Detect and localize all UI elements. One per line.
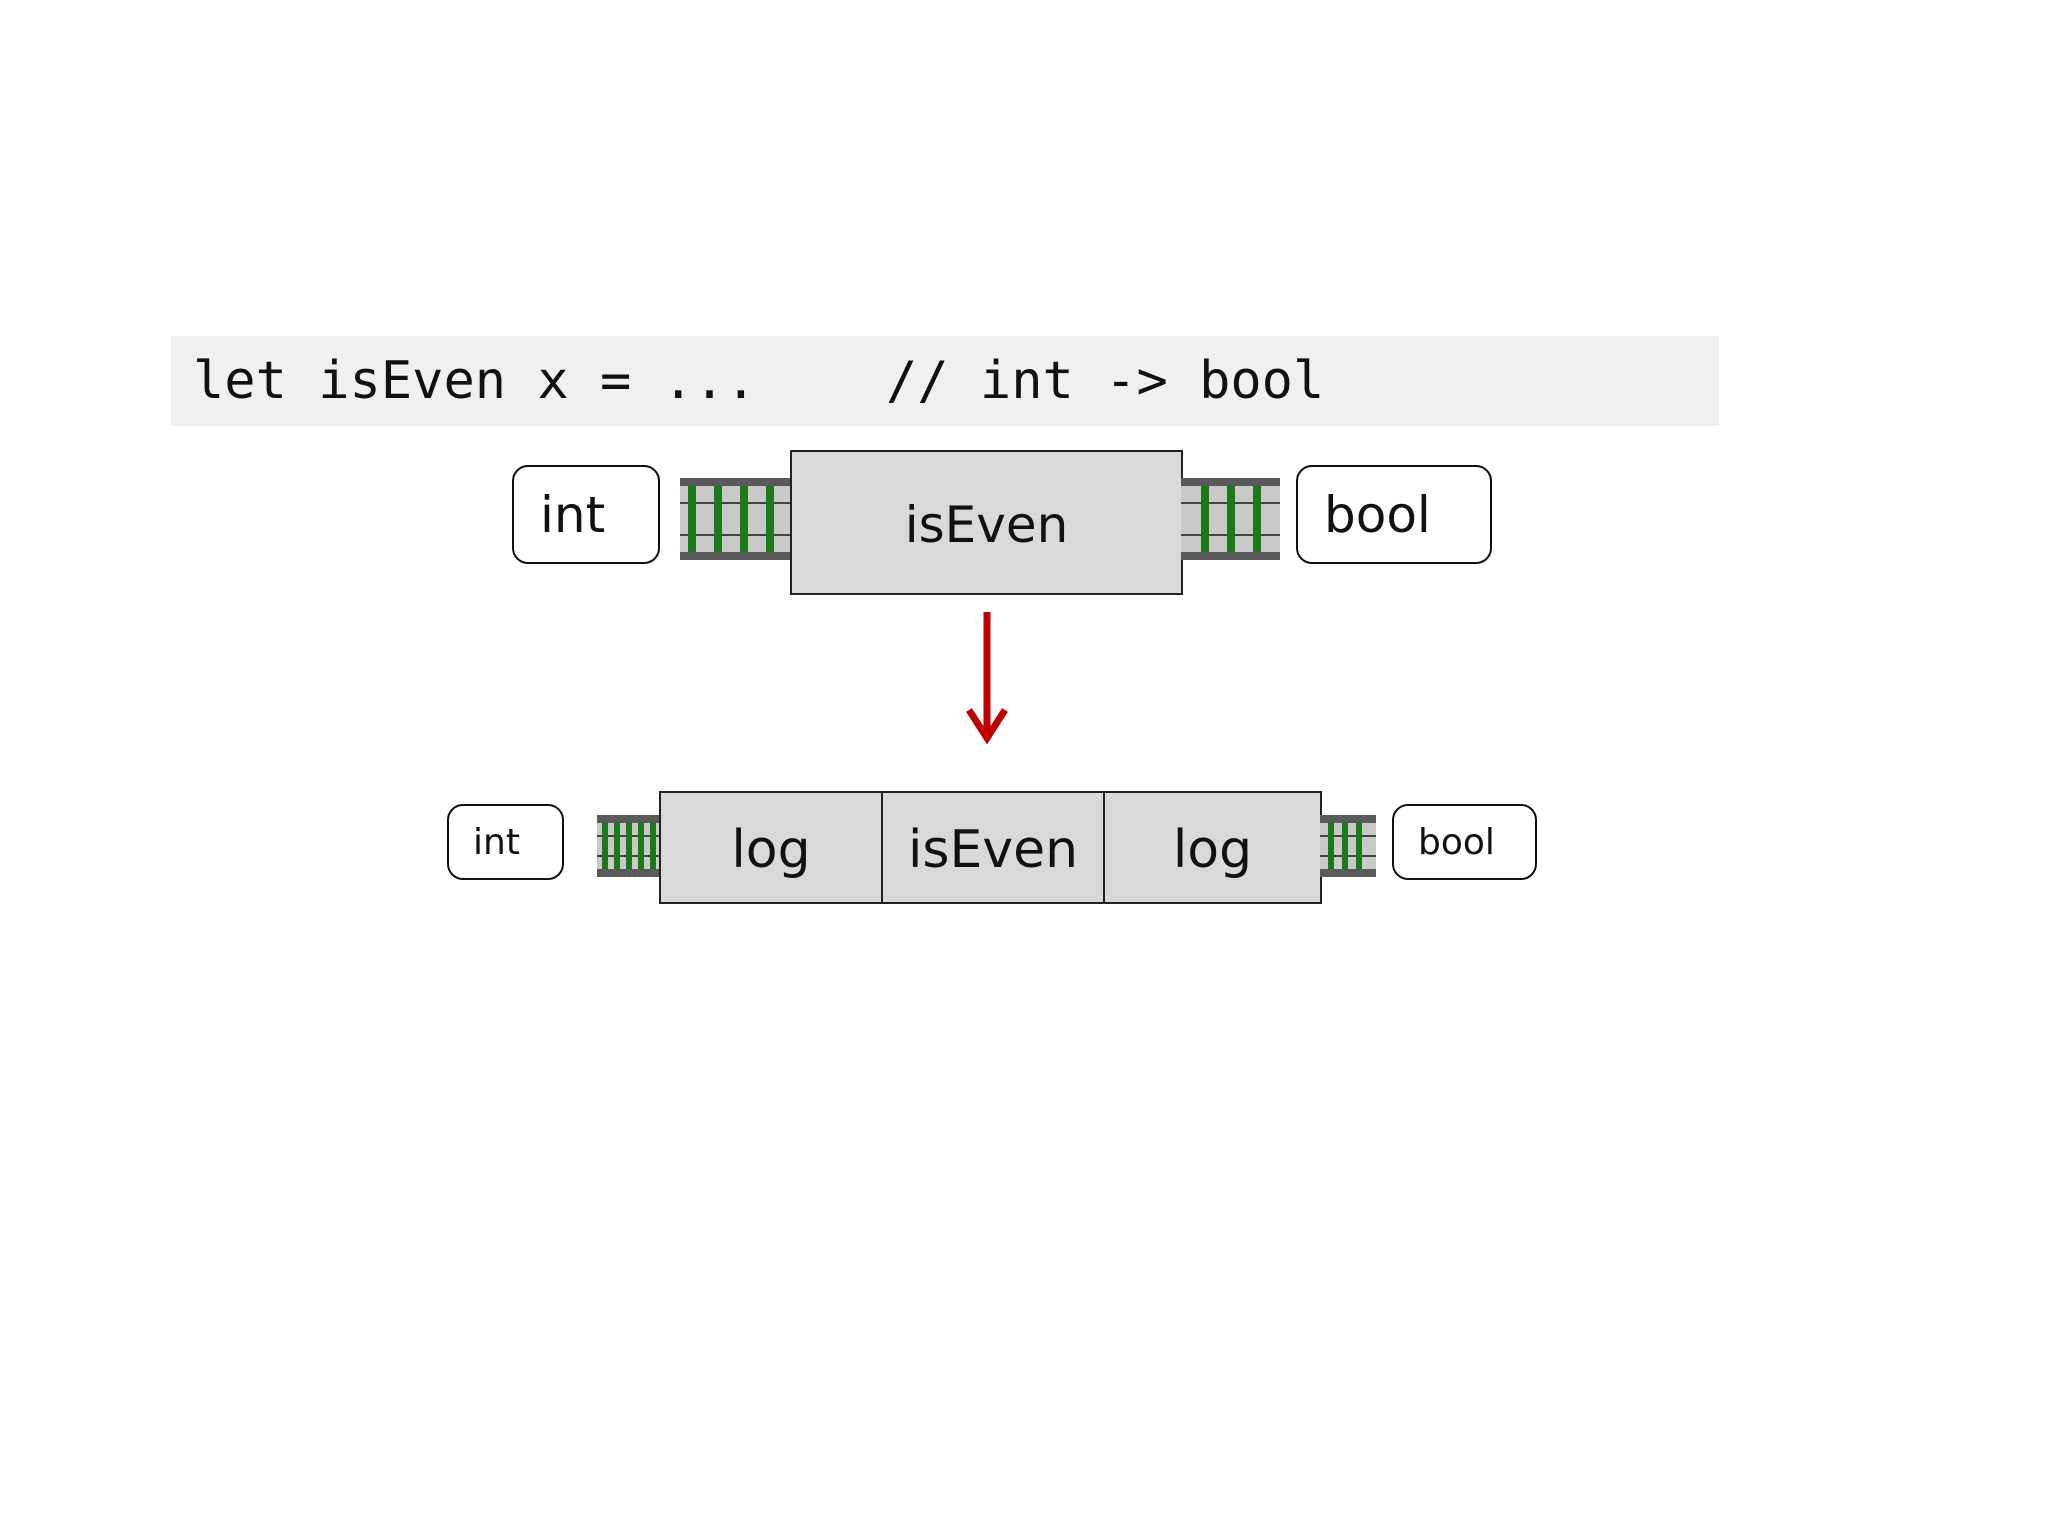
input-type-label-small: int: [473, 821, 520, 863]
function-box-iseven: isEven: [790, 450, 1183, 595]
function-label-log-after: log: [1172, 819, 1253, 880]
code-banner: let isEven x = ... // int -> bool: [171, 336, 1719, 426]
output-track-small: [1320, 815, 1376, 877]
code-definition: let isEven x = ...: [193, 351, 757, 411]
output-track: [1181, 478, 1280, 560]
output-type-label: bool: [1324, 485, 1431, 544]
function-box-log-after: log: [1103, 791, 1322, 904]
output-type-box: bool: [1296, 465, 1492, 564]
code-type-comment: // int -> bool: [886, 351, 1325, 411]
function-box-log-before: log: [659, 791, 883, 904]
function-label: isEven: [904, 495, 1069, 554]
output-type-label-small: bool: [1418, 821, 1495, 863]
function-label-iseven-wrapped: isEven: [907, 819, 1079, 880]
input-track-small: [597, 815, 661, 877]
transform-arrow-icon: [966, 612, 1008, 745]
input-type-box-small: int: [447, 804, 564, 880]
input-track: [680, 478, 792, 560]
input-type-box: int: [512, 465, 660, 564]
output-type-box-small: bool: [1392, 804, 1537, 880]
input-type-label: int: [540, 485, 606, 544]
function-label-log-before: log: [731, 819, 811, 880]
function-box-iseven-wrapped: isEven: [881, 791, 1105, 904]
